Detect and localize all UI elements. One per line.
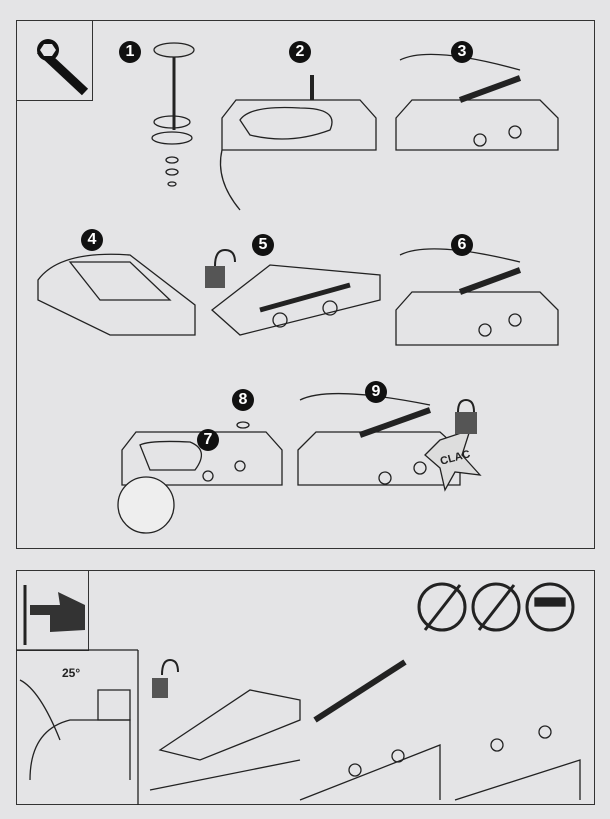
step-number-3: 3: [451, 41, 473, 63]
step-number-4: 4: [81, 229, 103, 251]
step-number-1: 1: [119, 41, 141, 63]
toilet-step-7: [117, 421, 283, 534]
step-number-9: 9: [365, 381, 387, 403]
wrench-box: [16, 20, 93, 101]
wrench-icon: [36, 39, 89, 96]
angle-label: 25°: [62, 666, 81, 680]
toilet-step-9: [297, 392, 482, 492]
toilet-step-3: [395, 53, 559, 151]
step-number-2: 2: [289, 41, 311, 63]
step-number-7: 7: [197, 429, 219, 451]
padlock-open-icon: [205, 248, 236, 288]
fixing-parts-drawing: [151, 42, 195, 187]
step-number-5: 5: [252, 234, 274, 256]
toilet-step-5: [210, 264, 381, 336]
step-number-8: 8: [232, 389, 254, 411]
pointing-hand-icon: [23, 585, 85, 645]
toilet-25-degree: [19, 679, 131, 781]
step-number-6: 6: [451, 234, 473, 256]
maintenance-panel: [16, 570, 595, 805]
no-chemicals-icon: [471, 582, 521, 632]
no-abrasive-icon: [525, 582, 575, 632]
toilet-step-4: [37, 253, 196, 336]
toilet-step-2: [219, 75, 377, 211]
padlock-closed-icon: [455, 398, 477, 434]
toilet-step-6: [395, 248, 559, 346]
installation-panel: [16, 20, 595, 549]
no-high-heels-icon: [417, 582, 467, 632]
padlock-open-icon-2: [152, 658, 179, 698]
